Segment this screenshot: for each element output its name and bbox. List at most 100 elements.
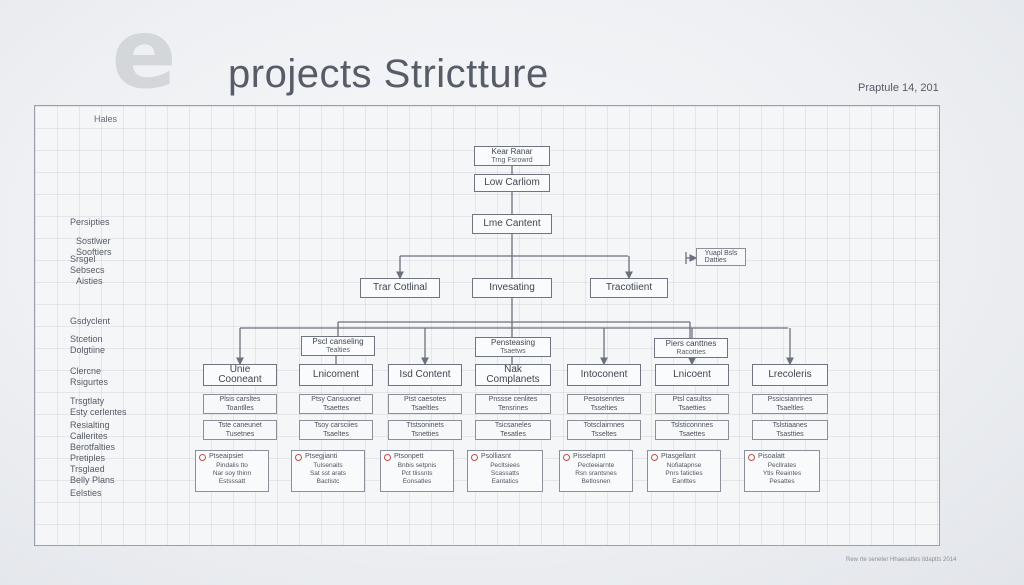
detail-line: Ptsl casultss	[672, 396, 712, 403]
detail-line: Pesotsenrtes	[583, 396, 625, 403]
detail-line: Tsaeltles	[776, 405, 804, 412]
detail-line: Tsaetties	[678, 405, 706, 412]
detail-line: Tsselties	[590, 405, 618, 412]
card-title: Pisoalatt	[758, 453, 785, 460]
branch-header-subtitle: Racotties	[676, 349, 706, 356]
side-label: Aisties	[76, 276, 103, 286]
card-title: Ptsegjianti	[305, 453, 338, 460]
card-line: Pesattes	[769, 478, 795, 485]
detail-line: Tesatles	[500, 431, 526, 438]
detail-line: Totsclairnnes	[583, 422, 625, 429]
card-line: Pct tlissnts	[401, 470, 433, 477]
card-line: Eanlttes	[672, 478, 696, 485]
component-node: Lnicoment	[299, 364, 373, 386]
side-label: Sostlwer Sooftiers	[76, 236, 112, 257]
side-label: Stcetion Dolgtiine	[70, 334, 106, 355]
level3-node: Trar Cotlinal	[360, 278, 440, 298]
component-node: Nak Complanets	[475, 364, 551, 386]
detail-line: Tsicsaneles	[494, 422, 532, 429]
branch-header-subtitle: Tsaetws	[500, 348, 526, 355]
sheet-label: Hales	[94, 114, 118, 124]
card-line: Ytls Reaintes	[762, 470, 802, 477]
card-line: Nar soy thinn	[212, 470, 252, 477]
component-node: Lnicoent	[655, 364, 729, 386]
pin-icon	[563, 453, 570, 461]
card-line: Bactistc	[316, 478, 340, 485]
branch-header-title: Piers canttnes	[665, 339, 717, 348]
side-label: Eelsties	[70, 488, 102, 498]
pin-icon	[199, 453, 206, 461]
pin-icon	[748, 453, 755, 461]
card-header: Ptasgellant	[651, 453, 717, 461]
side-label: Berotfalties Pretiples	[70, 442, 116, 463]
card-line: Betlosnen	[581, 478, 611, 485]
branch-header-subtitle: Tealties	[326, 347, 350, 354]
card-header: Ptsegjianti	[295, 453, 361, 461]
detail-line: Tsaeltles	[411, 405, 439, 412]
card-line: Rsn srantsnes	[575, 470, 617, 477]
card-line: Pnrs faticties	[665, 470, 703, 477]
pin-icon	[295, 453, 302, 461]
card-line: Eantatics	[491, 478, 519, 485]
card-header: Pisselapnt	[563, 453, 629, 461]
card-line: Tulsenaits	[313, 462, 343, 469]
detail-line: Tsaettes	[678, 431, 706, 438]
detail-line: Tsnetties	[411, 431, 439, 438]
card-header: Pisoalatt	[748, 453, 816, 461]
detail-line: Pnssse cenlites	[488, 396, 538, 403]
detail-line: Plsis carsltes	[219, 396, 261, 403]
root-node-title: Kear Ranar	[491, 147, 533, 156]
root-node-subtitle: Trng Fsrowrd	[491, 157, 533, 164]
side-label: Gsdyclent	[70, 316, 111, 326]
card-line: Pecltsiees	[490, 462, 520, 469]
detail-line: Tsseltes	[591, 431, 617, 438]
card-header: Ptsonpett	[384, 453, 450, 461]
side-label: Trsgtlaty Esty cerlentes	[70, 396, 127, 417]
detail-line: Ptst caesotes	[403, 396, 447, 403]
component-node: Unie Cooneant	[203, 364, 277, 386]
page-title: projects Strictture	[228, 52, 549, 96]
detail-line: Tusetnes	[225, 431, 255, 438]
card-title: Ptsonpett	[394, 453, 424, 460]
branch-header-title: Pensteasing	[490, 338, 536, 347]
card-title: Ptseaipsiet	[209, 453, 244, 460]
level3-node: Invesating	[472, 278, 552, 298]
card-header: Ptseaipsiet	[199, 453, 265, 461]
detail-line: Ptsy Cansuonet	[311, 396, 361, 403]
detail-line: Tsastties	[776, 431, 804, 438]
component-node: Lrecoleris	[752, 364, 828, 386]
brand-logo: e	[111, 0, 177, 110]
card-line: Estsssatt	[218, 478, 246, 485]
page-date-label: Praptule 14, 201	[858, 82, 939, 94]
pin-icon	[471, 453, 478, 461]
footer-note: Rew rte seneter Hhaesattes itdaptts 2014	[846, 557, 957, 563]
branch-header-title: Pscl canseling	[312, 337, 364, 346]
detail-line: Tsoy carsciies	[314, 422, 358, 429]
level3-node: Tracotiient	[590, 278, 668, 298]
component-node: Isd Content	[388, 364, 462, 386]
